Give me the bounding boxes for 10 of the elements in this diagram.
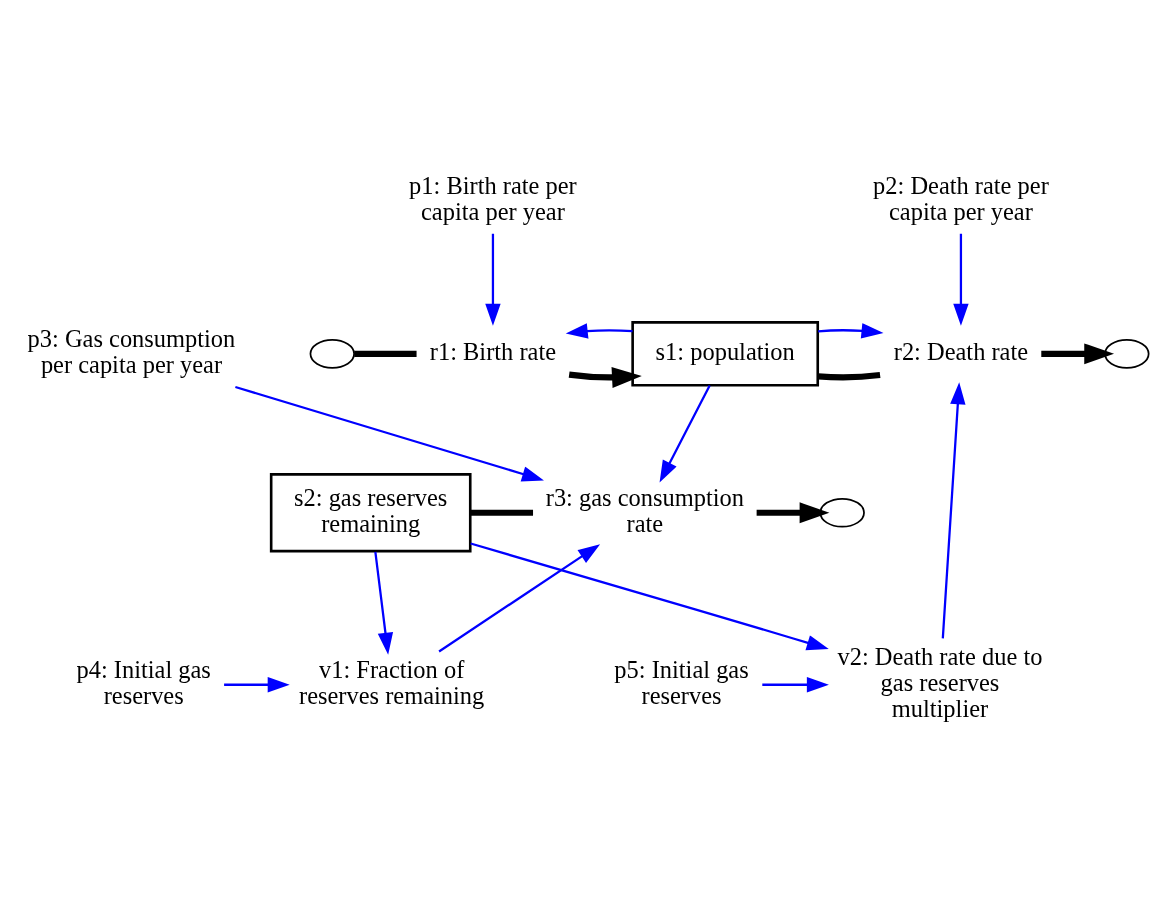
- node-text: p5: Initial gas reserves: [614, 656, 749, 710]
- node-text: v2: Death rate due to gas reserves multiplier: [837, 643, 1043, 723]
- node-text: p2: Death rate per capita per year: [873, 171, 1049, 225]
- node-text: r1: Birth rate: [429, 338, 557, 366]
- node-text: r3: gas consumption rate: [545, 484, 744, 538]
- node-text: p4: Initial gas reserves: [76, 656, 211, 710]
- node-text: p3: Gas consumption per capita per year: [27, 325, 236, 379]
- node-text: r2: Death rate: [893, 338, 1029, 366]
- node-text: v1: Fraction of reserves remaining: [299, 656, 485, 710]
- node-text: p1: Birth rate per capita per year: [409, 171, 577, 225]
